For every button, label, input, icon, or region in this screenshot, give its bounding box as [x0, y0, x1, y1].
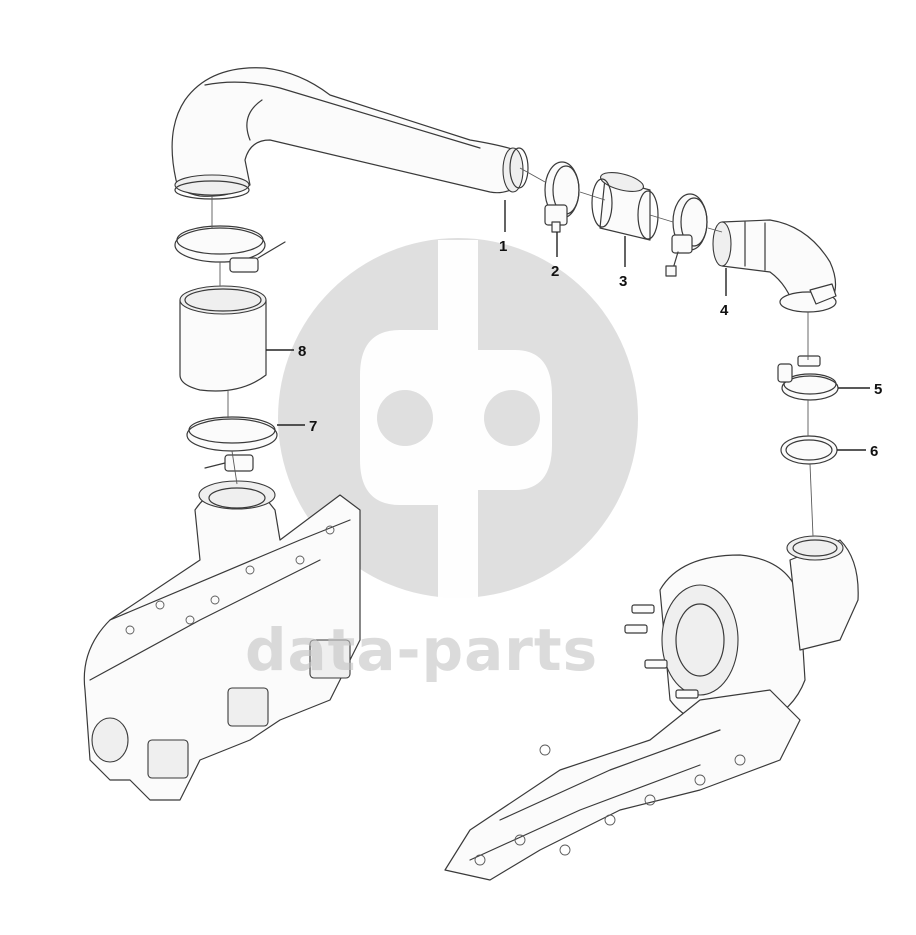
- callout-4: 4: [720, 268, 729, 319]
- callout-3: 3: [619, 236, 627, 290]
- callout-7: 7: [277, 418, 317, 435]
- callout-3-label: 3: [619, 273, 627, 290]
- callout-8: 8: [266, 343, 306, 360]
- exhaust-manifold-left: [83, 480, 361, 801]
- part-4-elbow-pipe: [712, 219, 837, 313]
- callout-4-label: 4: [720, 302, 729, 319]
- callout-2-label: 2: [551, 263, 559, 280]
- turbocharger-assembly: [444, 535, 859, 881]
- assembly-guide-lines: [211, 167, 814, 537]
- part-6-o-ring: [780, 435, 838, 465]
- watermark-logo: [278, 238, 638, 600]
- callout-5-label: 5: [874, 381, 882, 398]
- part-7-hose-clamp: [186, 416, 278, 472]
- callout-6: 6: [837, 443, 878, 460]
- part-5-v-band-clamp: [777, 355, 839, 401]
- callout-6-label: 6: [870, 443, 878, 460]
- callout-8-label: 8: [298, 343, 306, 360]
- part-1-bent-tube: [171, 67, 529, 200]
- part-clamp-upper-left: [174, 225, 286, 273]
- part-8-sleeve: [179, 285, 267, 392]
- part-3-sleeve: [591, 172, 659, 241]
- callout-1-label: 1: [499, 238, 507, 255]
- callout-1: 1: [499, 200, 507, 255]
- callout-7-label: 7: [309, 418, 317, 435]
- part-2-hose-clamp: [544, 161, 580, 233]
- part-clamp-right: [665, 193, 708, 277]
- watermark-text: data-parts: [245, 616, 598, 684]
- callout-5: 5: [838, 381, 882, 398]
- callout-2: 2: [551, 232, 559, 280]
